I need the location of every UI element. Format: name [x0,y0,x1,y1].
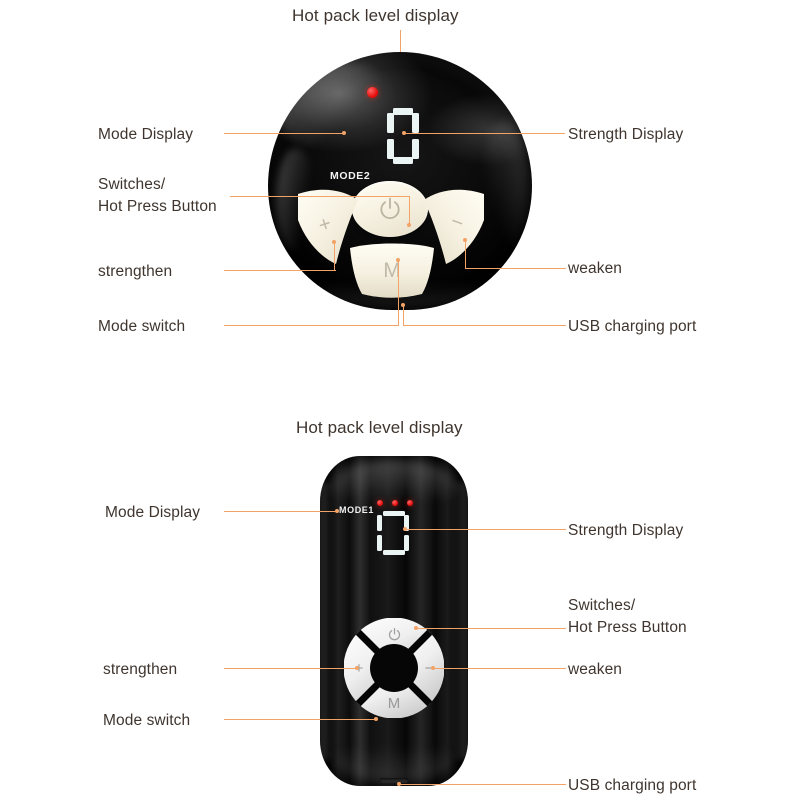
callout-switches-bottom: Switches/ Hot Press Button [568,597,687,636]
segment-c [404,535,409,551]
callout-strength-display-top: Strength Display [568,126,684,143]
leader-dot-usb-top [401,303,406,308]
leader-dot-strengthen-top [332,240,337,245]
callout-mode-switch-top: Mode switch [98,318,186,335]
leader-switches-top [230,196,410,198]
leader-strengthen-top-vertical [334,244,336,271]
strengthen-button[interactable]: + [292,184,366,268]
leader-weaken-top [466,268,566,270]
mode-display-label: MODE2 [330,170,371,182]
segment-b [412,113,419,133]
leader-mode-switch-top-vertical [398,262,400,326]
leader-strength-display-bottom [406,529,566,531]
segment-f [377,515,382,531]
top-device-title: Hot pack level display [292,6,459,25]
leader-dot-switches-bottom [414,626,419,631]
weaken-minus-icon: − [424,659,434,677]
leader-switches-bottom [418,628,566,630]
power-icon [352,181,428,237]
leader-strengthen-top [224,270,336,272]
round-massager-body: MODE2 [268,52,532,310]
callout-weaken-bottom: weaken [568,661,623,678]
leader-dot-strength-display-top [402,131,407,136]
bar-massager-body: MODE1 [320,456,468,786]
gloss-edge-right [452,482,468,760]
segment-c [412,139,419,159]
mode-m-icon: M [387,694,401,712]
leader-strength-display-top [405,133,565,135]
leader-mode-switch-bottom [224,719,376,721]
gloss-highlight-top-left [274,60,394,152]
bottom-device-title: Hot pack level display [296,418,463,437]
callout-mode-display-bottom: Mode Display [105,504,201,521]
callout-strength-display-bottom: Strength Display [568,522,684,539]
mode-switch-button [358,668,430,719]
leader-dot-strengthen-bottom [355,666,360,671]
leader-dot-usb-bottom [397,782,402,787]
mode-switch-button[interactable]: M [344,242,440,300]
leader-weaken-bottom [434,668,566,670]
weaken-button [394,632,445,704]
segment-e [387,139,394,159]
callout-mode-display-top: Mode Display [98,126,194,143]
gloss-highlight-right [482,122,528,250]
segment-g [383,531,405,536]
callout-usb-top: USB charging port [568,318,697,335]
callout-strengthen-top: strengthen [98,263,173,280]
leader-usb-top-vertical [403,306,405,326]
leader-usb-top [403,325,566,327]
segment-d [383,550,405,555]
leader-dot-weaken-bottom [431,666,436,671]
hot-pack-led-indicator [367,87,378,98]
weaken-button[interactable]: − [416,184,490,268]
leader-dot-mode-switch-bottom [374,717,379,722]
gloss-highlight-bottom [334,736,454,782]
usb-charging-port [380,778,408,783]
leader-dot-switches-top [407,223,412,228]
leader-dot-mode-display-bottom [335,509,340,514]
segment-a [383,511,405,516]
callout-strengthen-bottom: strengthen [103,661,178,678]
gloss-edge-left [320,482,334,760]
callout-usb-bottom: USB charging port [568,777,697,794]
leader-mode-display-top [224,133,344,135]
leader-weaken-top-vertical [465,242,467,269]
segment-a [393,108,413,115]
mode-m-icon: M [383,259,401,282]
control-ring-pad: + − M [343,617,445,719]
mode-display-label: MODE1 [339,505,375,515]
strength-display-digit [387,108,419,164]
leader-mode-switch-top [224,325,399,327]
power-icon [382,623,406,645]
strengthen-button [343,632,394,704]
power-button[interactable] [352,181,428,237]
leader-switches-top-vertical [409,196,411,226]
segment-e [377,535,382,551]
leader-usb-bottom [400,784,566,786]
hot-pack-led-indicator-3 [407,500,413,506]
leader-dot-weaken-top [463,238,468,243]
leader-dot-mode-display-top [342,131,347,136]
leader-dot-mode-switch-top [396,258,401,263]
callout-mode-switch-bottom: Mode switch [103,712,191,729]
leader-mode-display-bottom [224,511,337,513]
callout-weaken-top: weaken [568,260,623,277]
leader-dot-strength-display-bottom [403,527,408,532]
segment-d [393,157,413,164]
callout-switches-top: Switches/ Hot Press Button [98,176,217,215]
segment-b [404,515,409,531]
leader-strengthen-bottom [224,668,357,670]
power-button [358,617,430,668]
strength-display-digit [377,511,413,555]
hot-pack-led-indicator-2 [392,500,398,506]
segment-f [387,113,394,133]
hot-pack-led-indicator-1 [377,500,383,506]
